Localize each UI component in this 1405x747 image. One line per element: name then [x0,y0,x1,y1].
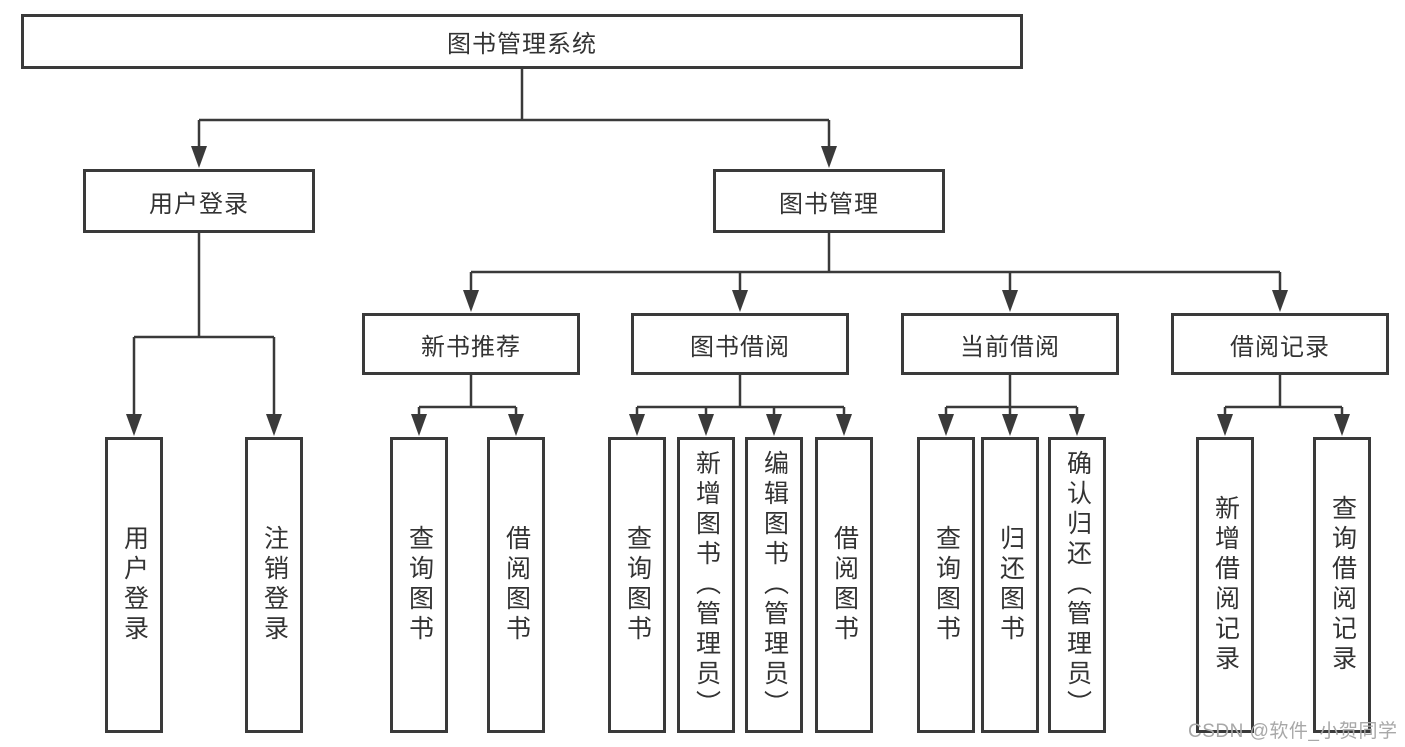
leaf-borrow-books: 借阅图书 [815,437,873,733]
leaf-add-borrow-record: 新增借阅记录 [1196,437,1254,733]
node-label: 查询借阅记录 [1328,495,1357,675]
leaf-logout: 注销登录 [245,437,303,733]
leaf-edit-books-admin: 编辑图书（管理员） [745,437,803,733]
node-label: 当前借阅 [960,333,1060,361]
arrowheads [126,146,1350,436]
node-book-management-branch: 图书管理 [713,169,945,233]
node-new-book-recommend: 新书推荐 [362,313,580,375]
node-label: 借阅图书 [502,525,531,645]
leaf-user-login: 用户登录 [105,437,163,733]
node-label: 新增图书（管理员） [692,450,721,720]
node-current-borrow: 当前借阅 [901,313,1119,375]
node-label: 图书管理 [779,190,879,218]
node-label: 查询图书 [932,525,961,645]
leaf-query-books-recommend: 查询图书 [390,437,448,733]
leaf-return-books: 归还图书 [981,437,1039,733]
node-label: 借阅记录 [1230,333,1330,361]
node-label: 借阅图书 [830,525,859,645]
node-label: 用户登录 [149,190,249,218]
leaf-borrow-books-recommend: 借阅图书 [487,437,545,733]
node-label: 图书管理系统 [447,31,597,58]
leaf-confirm-return-admin: 确认归还（管理员） [1048,437,1106,733]
node-label: 归还图书 [996,525,1025,645]
leaf-query-books-current: 查询图书 [917,437,975,733]
node-user-login-branch: 用户登录 [83,169,315,233]
node-borrow-records: 借阅记录 [1171,313,1389,375]
node-label: 确认归还（管理员） [1063,450,1092,720]
node-book-borrow: 图书借阅 [631,313,849,375]
node-label: 用户登录 [120,525,149,645]
node-label: 编辑图书（管理员） [760,450,789,720]
node-label: 查询图书 [623,525,652,645]
leaf-query-borrow-record: 查询借阅记录 [1313,437,1371,733]
node-label: 图书借阅 [690,333,790,361]
node-label: 新书推荐 [421,333,521,361]
leaf-query-books-borrow: 查询图书 [608,437,666,733]
node-label: 新增借阅记录 [1211,495,1240,675]
node-root: 图书管理系统 [21,14,1023,69]
node-label: 注销登录 [260,525,289,645]
csdn-watermark: CSDN @软件_小贺同学 [1188,721,1398,742]
leaf-add-books-admin: 新增图书（管理员） [677,437,735,733]
node-label: 查询图书 [405,525,434,645]
